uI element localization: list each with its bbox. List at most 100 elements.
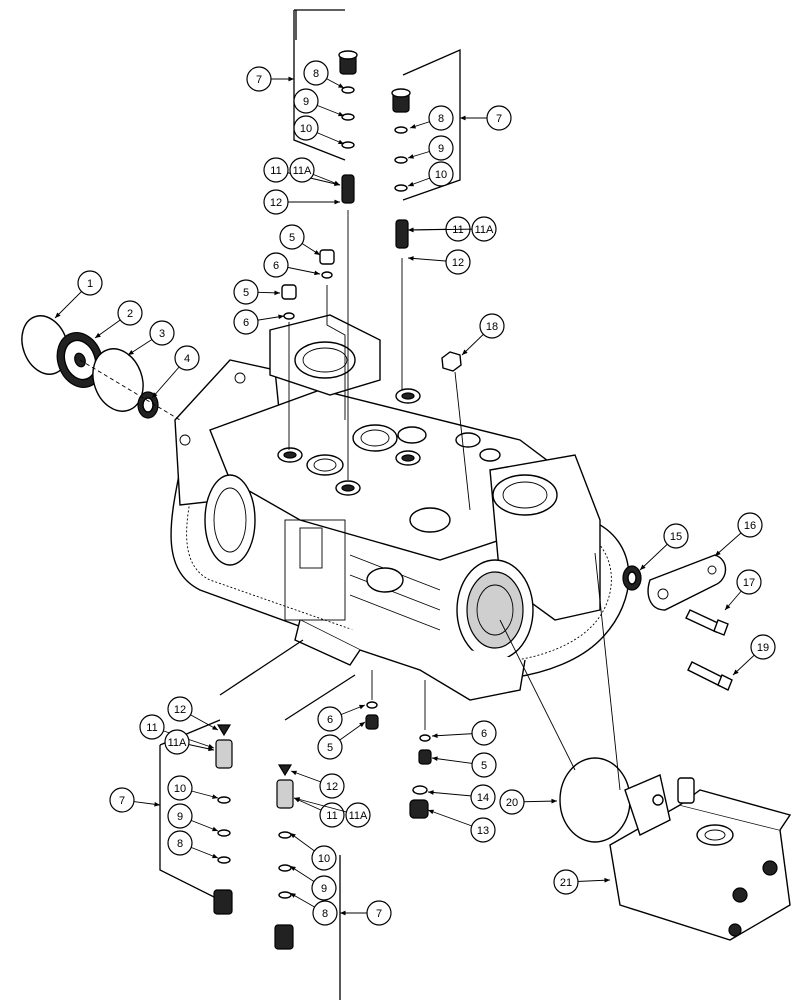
callout-number: 5 [289, 232, 295, 244]
callout-number: 9 [177, 811, 183, 823]
gasket-disc [92, 348, 144, 412]
callout-bubble [149, 320, 175, 346]
bracket-16 [647, 554, 727, 611]
callout-arrowhead [288, 76, 294, 82]
callout-bubble [428, 161, 454, 187]
callout-11a: 11A [164, 729, 215, 755]
callout-bubble [263, 189, 289, 215]
callout-arrowhead [359, 722, 365, 728]
callout-number: 12 [452, 257, 464, 269]
callout-9: 9 [407, 135, 454, 161]
nut [441, 351, 471, 511]
callout-16: 16 [714, 512, 763, 557]
callout-11a: 11A [407, 216, 497, 242]
callout-leader [407, 228, 485, 231]
callout-6: 6 [317, 704, 366, 732]
callout-bubble [345, 802, 371, 828]
callout-arrowhead [460, 115, 466, 121]
callout-bubble [233, 309, 259, 335]
washer-15 [622, 565, 642, 591]
callout-bubble [167, 775, 193, 801]
callout-arrowhead [408, 181, 414, 187]
callout-number: 11A [349, 810, 368, 822]
callout-number: 1 [87, 278, 93, 290]
callout-11a: 11A [289, 157, 341, 186]
callout-6: 6 [233, 309, 285, 335]
callout-13: 13 [427, 809, 496, 843]
callout-bubble [428, 135, 454, 161]
callout-number: 9 [303, 96, 309, 108]
callout-arrowhead [432, 756, 438, 762]
callout-arrowhead [725, 604, 731, 610]
callout-bubble [479, 313, 505, 339]
callout-18: 18 [461, 313, 505, 356]
callout-arrowhead [338, 111, 344, 117]
callout-bubble [750, 634, 776, 660]
callout-number: 18 [486, 321, 498, 333]
callout-19: 19 [732, 634, 776, 676]
callout-number: 20 [506, 797, 518, 809]
valve-stack-top-right [391, 49, 461, 390]
callout-number: 11A [168, 737, 187, 749]
callout-number: 7 [496, 113, 502, 125]
callout-arrowhead [212, 725, 218, 730]
callout-arrowhead [212, 826, 218, 832]
callout-bubble [109, 787, 135, 813]
callout-bubble [319, 773, 345, 799]
callout-number: 6 [481, 728, 487, 740]
callout-number: 10 [174, 783, 186, 795]
callout-number: 12 [270, 197, 282, 209]
callout-5: 5 [279, 224, 321, 256]
callout-2: 2 [94, 300, 143, 339]
callout-arrowhead [432, 733, 438, 739]
callout-number: 8 [177, 838, 183, 850]
callout-10: 10 [293, 115, 345, 145]
callout-bubble [317, 734, 343, 760]
callout-bubble [263, 157, 289, 183]
callout-bubble [319, 802, 345, 828]
callout-arrowhead [55, 312, 61, 318]
callout-arrowhead [294, 797, 300, 802]
callout-9: 9 [293, 88, 345, 117]
callout-bubble [471, 720, 497, 746]
callout-bubble [174, 345, 200, 371]
callout-number: 7 [256, 74, 262, 86]
callout-number: 9 [321, 883, 327, 895]
callout-number: 11 [146, 722, 157, 734]
callout-arrowhead [152, 392, 158, 398]
valve-stack-bottom-right [409, 680, 432, 819]
callout-arrowhead [408, 256, 414, 261]
callout-arrowhead [314, 270, 320, 276]
callout-arrowhead [291, 770, 297, 776]
callout-12: 12 [263, 189, 340, 215]
callout-bubble [167, 803, 193, 829]
callout-12: 12 [407, 249, 471, 275]
callout-12: 12 [167, 696, 219, 731]
callout-arrowhead [338, 83, 344, 88]
callout-bubble [303, 60, 329, 86]
bearing-ring [137, 391, 159, 419]
callout-arrowhead [338, 139, 344, 145]
callout-arrowhead [428, 790, 434, 795]
callout-bubble [499, 789, 525, 815]
callout-number: 19 [757, 642, 769, 654]
callout-number: 5 [243, 287, 249, 299]
callout-arrowhead [278, 314, 284, 320]
callout-bubble [139, 714, 165, 740]
callout-number: 2 [127, 308, 133, 320]
callout-8: 8 [303, 60, 345, 89]
callout-bubble [737, 512, 763, 538]
callout-bubble [312, 900, 338, 926]
callout-17: 17 [724, 569, 762, 611]
callout-number: 8 [322, 908, 328, 920]
callout-number: 6 [243, 317, 249, 329]
callout-8: 8 [289, 892, 338, 926]
callout-bubble [167, 696, 193, 722]
callout-6: 6 [431, 720, 497, 746]
callout-7: 7 [460, 105, 512, 131]
callout-arrowhead [733, 669, 739, 675]
callout-14: 14 [427, 784, 496, 810]
callout-arrowhead [640, 564, 646, 570]
callout-number: 7 [119, 795, 125, 807]
callout-bubble [736, 569, 762, 595]
